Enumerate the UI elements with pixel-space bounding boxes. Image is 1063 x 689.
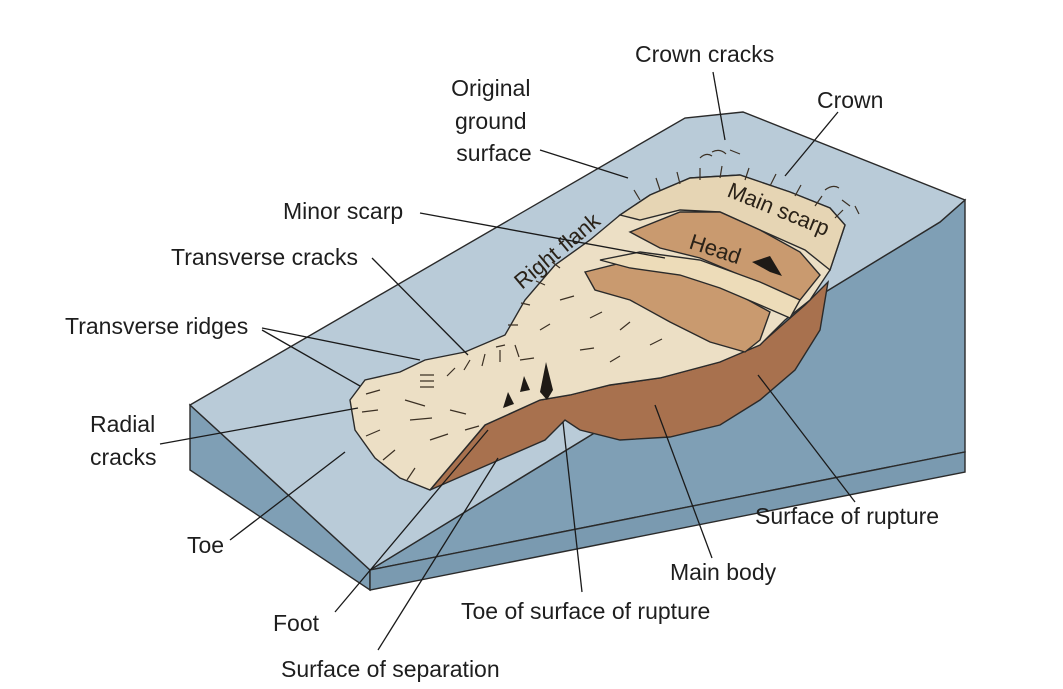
leader-radial-cracks — [159, 407, 359, 445]
leader-transverse-cracks — [371, 257, 469, 356]
main-scarp — [618, 174, 846, 272]
label-toe-of-surface-of-rupture: Toe of surface of rupture — [461, 598, 710, 624]
callout-labels: Crown cracks Crown Original ground surfa… — [65, 41, 939, 682]
head — [628, 211, 821, 301]
label-radial-cracks: Radial cracks — [90, 411, 162, 470]
label-crown-cracks: Crown cracks — [635, 41, 774, 67]
leader-toe — [229, 451, 346, 541]
minor-scarp-face — [599, 251, 801, 319]
leader-transverse-ridges-b — [261, 329, 361, 387]
label-toe: Toe — [187, 532, 224, 558]
tension-crack-openings — [503, 256, 782, 408]
label-surface-of-rupture: Surface of rupture — [755, 503, 939, 529]
label-surface-of-separation: Surface of separation — [281, 656, 500, 682]
label-transverse-ridges: Transverse ridges — [65, 313, 248, 339]
leader-crown — [784, 111, 839, 177]
leader-foot — [334, 429, 489, 613]
leader-crown-cracks — [712, 71, 726, 141]
label-radial-line1: Radial — [90, 411, 155, 437]
label-minor-scarp: Minor scarp — [283, 198, 403, 224]
label-transverse-cracks: Transverse cracks — [171, 244, 358, 270]
leader-original-ground — [539, 149, 629, 179]
label-original-ground-surface: Original ground surface — [451, 75, 537, 166]
landslide: Main scarp Head Right flank — [349, 149, 860, 491]
leader-lines — [159, 71, 856, 651]
label-foot: Foot — [273, 610, 320, 636]
label-crown: Crown — [817, 87, 883, 113]
leader-main-body — [654, 404, 713, 559]
label-original-line2: ground — [455, 108, 527, 134]
leader-toe-of-rupture — [562, 421, 583, 593]
leader-surface-of-rupture — [757, 374, 856, 503]
label-main-body: Main body — [670, 559, 777, 585]
label-original-line3: surface — [456, 140, 531, 166]
crack-marks — [361, 149, 860, 481]
label-radial-line2: cracks — [90, 444, 156, 470]
leader-surface-of-separation — [377, 457, 499, 651]
label-original-line1: Original — [451, 75, 530, 101]
leader-transverse-ridges-a — [261, 327, 421, 361]
leader-minor-scarp — [419, 212, 666, 259]
